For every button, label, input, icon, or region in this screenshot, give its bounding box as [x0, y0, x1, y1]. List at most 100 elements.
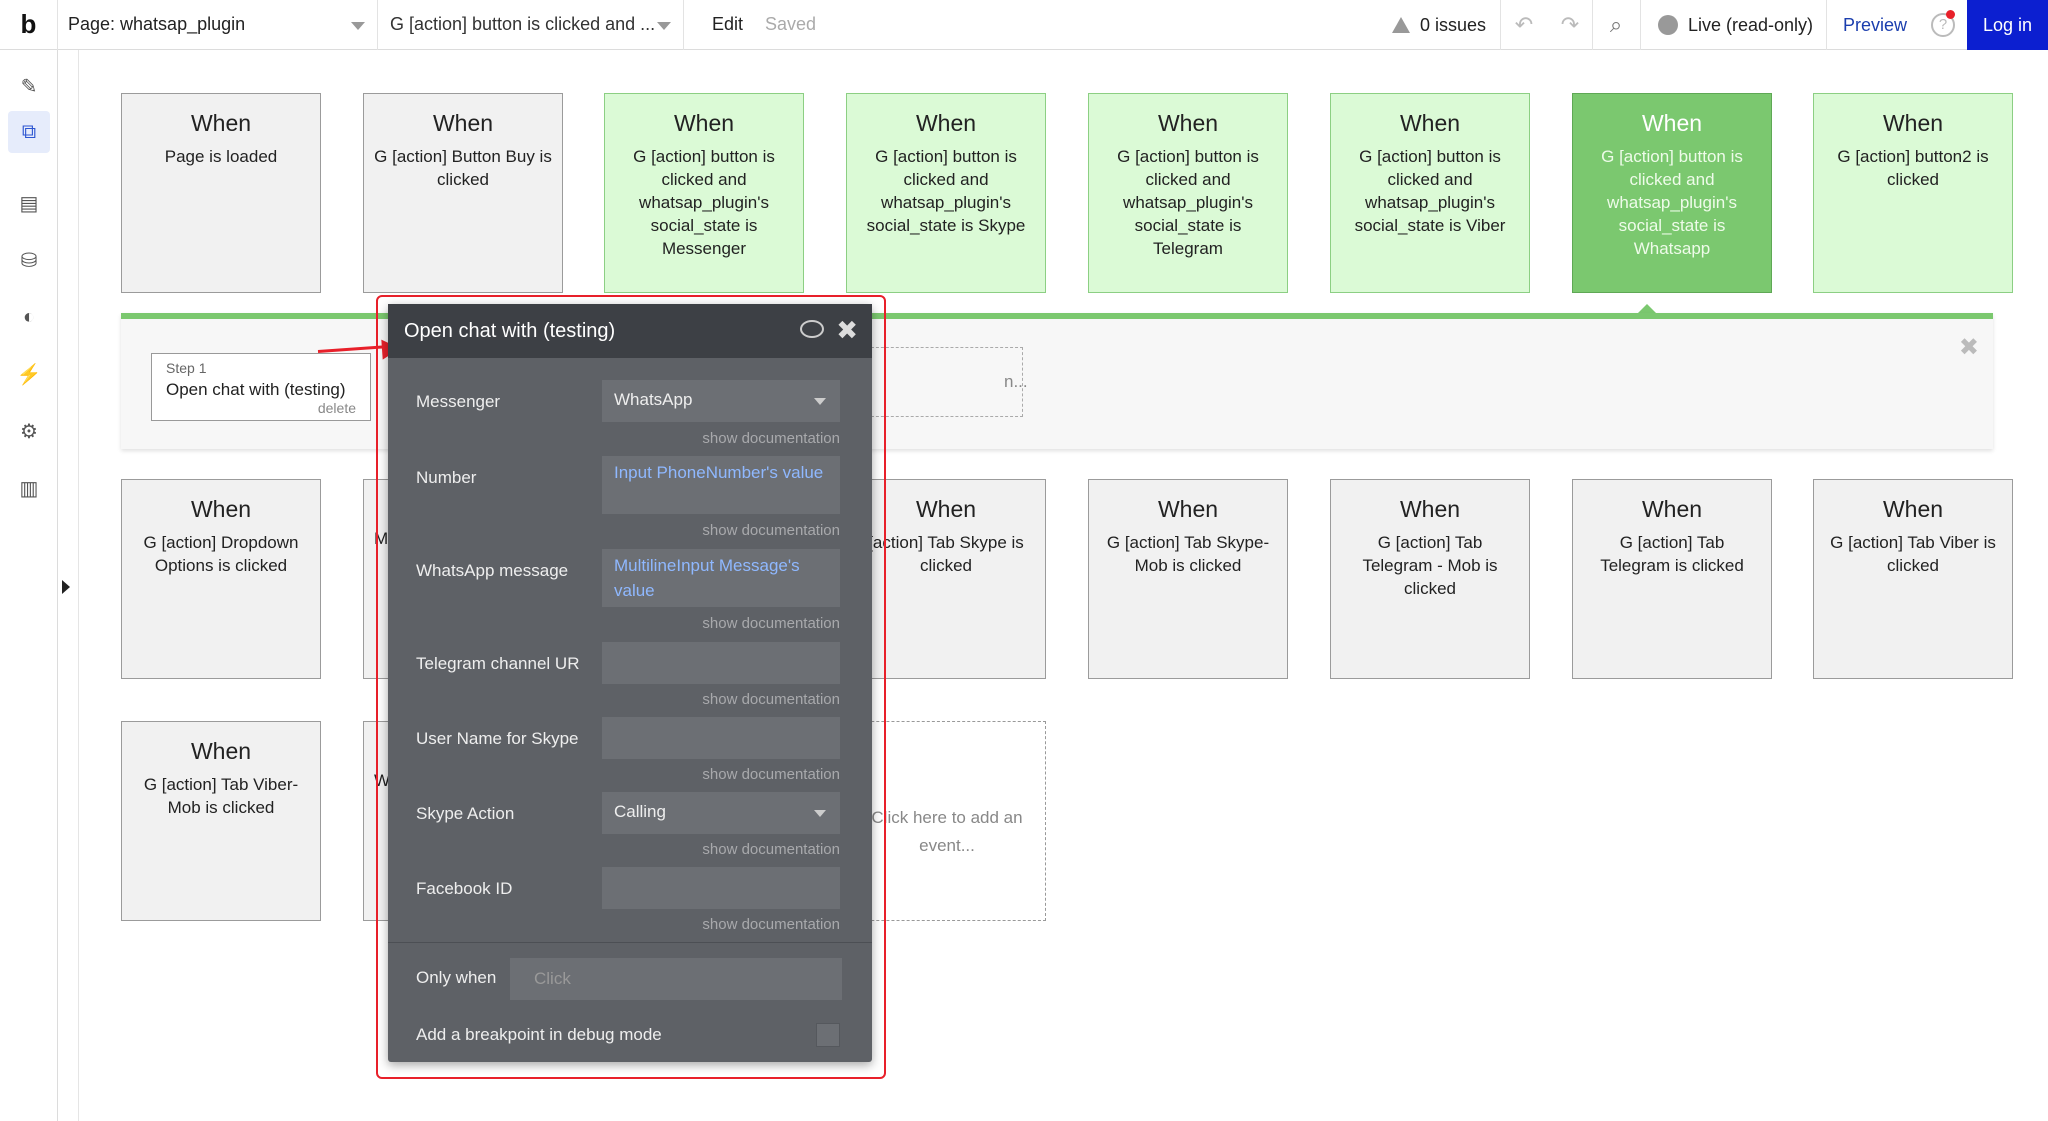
- only-when-condition-input[interactable]: Click: [510, 958, 842, 1000]
- annotation-highlight-box: [376, 295, 886, 1079]
- field-label: WhatsApp message: [416, 561, 569, 580]
- event-card[interactable]: When G [action] button2 is clicked: [1813, 93, 2013, 293]
- workflow-selector[interactable]: G [action] button is clicked and ...: [378, 0, 684, 50]
- event-when: When: [1399, 496, 1461, 522]
- event-card-selected[interactable]: When G [action] button is clicked and wh…: [1572, 93, 1772, 293]
- divider: [1640, 0, 1641, 50]
- event-card[interactable]: When Page is loaded: [121, 93, 321, 293]
- show-documentation-link[interactable]: show documentation: [702, 766, 840, 783]
- event-card[interactable]: When G [action] Button Buy is clicked: [363, 93, 563, 293]
- search-icon[interactable]: ⌕: [1609, 12, 1623, 37]
- event-description: G [action] button is clicked and whatsap…: [1601, 147, 1743, 258]
- event-when: When: [1399, 110, 1461, 136]
- warning-icon: [1392, 17, 1410, 33]
- preview-button[interactable]: Preview: [1843, 14, 1908, 35]
- plugins-tab-plug-icon[interactable]: ⚡: [16, 363, 42, 386]
- top-bar: b Page: whatsap_plugin G [action] button…: [0, 0, 2048, 50]
- event-card[interactable]: When G [action] Tab Telegram - Mob is cl…: [1330, 479, 1530, 679]
- issues-button[interactable]: 0 issues: [1392, 0, 1486, 50]
- event-card[interactable]: When G [action] button is clicked and wh…: [1330, 93, 1530, 293]
- step-card[interactable]: Step 1 Open chat with (testing) delete: [151, 353, 371, 421]
- live-version-selector[interactable]: Live (read-only): [1658, 0, 1813, 50]
- event-card[interactable]: When G [action] button is clicked and wh…: [604, 93, 804, 293]
- workflow-tab-sitemap-icon[interactable]: ⧉: [8, 111, 50, 153]
- add-event-card[interactable]: Click here to add an event...: [846, 721, 1046, 921]
- styles-tab-layout-icon[interactable]: ▤: [19, 192, 39, 215]
- event-when: When: [1641, 110, 1703, 136]
- workflow-selector-label: G [action] button is clicked and ...: [390, 14, 656, 34]
- login-button[interactable]: Log in: [1967, 0, 2048, 50]
- saved-status: Saved: [765, 14, 817, 34]
- comment-icon[interactable]: [800, 320, 824, 338]
- event-card[interactable]: When G [action] button is clicked and wh…: [846, 93, 1046, 293]
- event-card[interactable]: When G [action] Dropdown Options is clic…: [121, 479, 321, 679]
- event-description: G [action] Tab Viber is clicked: [1830, 533, 1996, 575]
- edit-menu[interactable]: Edit: [712, 14, 744, 34]
- event-when: When: [1157, 496, 1219, 522]
- divider: [1592, 0, 1593, 50]
- event-when: When: [915, 496, 977, 522]
- selected-event-notch: [1638, 304, 1656, 313]
- action-properties-modal: Open chat with (testing) ✖ Messenger Wha…: [388, 304, 872, 1062]
- field-label: Telegram channel UR: [416, 654, 580, 673]
- event-description: G [action] button is clicked and whatsap…: [1354, 147, 1506, 235]
- event-description: G [action] Tab Skype-Mob is clicked: [1106, 533, 1270, 575]
- breakpoint-checkbox[interactable]: [816, 1023, 840, 1047]
- show-documentation-link[interactable]: show documentation: [702, 522, 840, 539]
- skype-username-input[interactable]: [602, 717, 840, 759]
- only-when-label: Only when: [416, 968, 497, 987]
- event-description: G [action] button is clicked and whatsap…: [633, 147, 775, 258]
- event-card[interactable]: When G [action] Tab Skype-Mob is clicked: [1088, 479, 1288, 679]
- event-card[interactable]: When [action] Tab Skype is clicked: [846, 479, 1046, 679]
- divider: [388, 942, 872, 943]
- undo-icon[interactable]: ↶: [1514, 12, 1534, 37]
- event-description: G [action] Tab Telegram - Mob is clicked: [1362, 533, 1498, 598]
- redo-icon[interactable]: ↷: [1560, 12, 1580, 37]
- event-description: [action] Tab Skype is clicked: [868, 533, 1024, 575]
- number-expression[interactable]: Input PhoneNumber's value: [602, 456, 840, 514]
- expand-sidebar-icon[interactable]: [62, 580, 70, 594]
- divider: [1826, 0, 1827, 50]
- event-when: When: [432, 110, 494, 136]
- logs-tab-chart-icon[interactable]: ▥: [19, 477, 39, 500]
- breakpoint-label: Add a breakpoint in debug mode: [416, 1025, 662, 1044]
- telegram-channel-input[interactable]: [602, 642, 840, 684]
- data-tab-database-icon[interactable]: ⛁: [20, 249, 38, 272]
- step-title: Open chat with (testing): [166, 380, 346, 399]
- whatsapp-message-expression[interactable]: MultilineInput Message's value: [602, 549, 840, 607]
- field-label: User Name for Skype: [416, 729, 579, 748]
- modal-title: Open chat with (testing): [404, 319, 616, 342]
- event-description: G [action] Tab Telegram is clicked: [1600, 533, 1744, 575]
- event-card[interactable]: When G [action] Tab Viber is clicked: [1813, 479, 2013, 679]
- issues-count: 0 issues: [1420, 14, 1487, 35]
- add-event-label: Click here to add an event...: [871, 808, 1023, 855]
- canvas-border: [78, 50, 79, 1121]
- delete-step-link[interactable]: delete: [317, 400, 356, 416]
- styles-tab-palette-icon[interactable]: ◐: [22, 305, 36, 328]
- page-selector[interactable]: Page: whatsap_plugin: [58, 0, 378, 50]
- live-label: Live (read-only): [1688, 14, 1814, 35]
- messenger-dropdown[interactable]: WhatsApp: [602, 380, 840, 422]
- event-card[interactable]: When G [action] Tab Viber-Mob is clicked: [121, 721, 321, 921]
- event-description: G [action] Dropdown Options is clicked: [143, 533, 299, 575]
- show-documentation-link[interactable]: show documentation: [702, 615, 840, 632]
- field-label: Messenger: [416, 392, 501, 411]
- close-icon[interactable]: ✖: [1958, 334, 1979, 361]
- event-card[interactable]: When G [action] Tab Telegram is clicked: [1572, 479, 1772, 679]
- event-card[interactable]: When G [action] button is clicked and wh…: [1088, 93, 1288, 293]
- show-documentation-link[interactable]: show documentation: [702, 841, 840, 858]
- show-documentation-link[interactable]: show documentation: [702, 691, 840, 708]
- page-selector-label: Page: whatsap_plugin: [68, 14, 246, 34]
- help-icon[interactable]: ?: [1931, 13, 1955, 37]
- show-documentation-link[interactable]: show documentation: [702, 430, 840, 447]
- show-documentation-link[interactable]: show documentation: [702, 916, 840, 933]
- bubble-logo[interactable]: b: [0, 0, 58, 50]
- settings-tab-gear-icon[interactable]: ⚙: [20, 420, 38, 443]
- event-description: G [action] button2 is clicked: [1837, 147, 1989, 189]
- facebook-id-input[interactable]: [602, 867, 840, 909]
- design-tab-pencil-icon[interactable]: ✎: [20, 75, 38, 98]
- event-description: G [action] button is clicked and whatsap…: [866, 147, 1026, 235]
- event-description: Page is loaded: [164, 147, 278, 166]
- close-icon[interactable]: ✖: [836, 315, 858, 345]
- skype-action-dropdown[interactable]: Calling: [602, 792, 840, 834]
